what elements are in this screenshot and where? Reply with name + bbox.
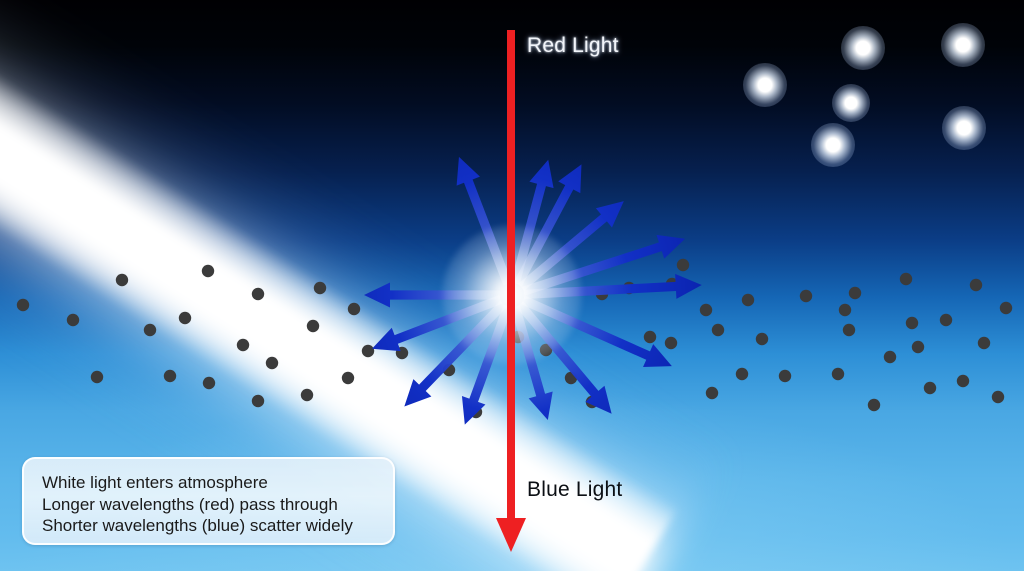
atmosphere-particle (361, 344, 375, 358)
red-light-label: Red Light (527, 34, 619, 57)
star-2 (940, 22, 986, 68)
atmosphere-particle (969, 278, 983, 292)
legend-line-3: Shorter wavelengths (blue) scatter widel… (42, 516, 353, 535)
star-5 (810, 122, 856, 168)
atmosphere-particle (201, 264, 215, 278)
atmosphere-particle (711, 323, 725, 337)
atmosphere-particle (705, 386, 719, 400)
atmosphere-particle (306, 319, 320, 333)
legend-line-2: Longer wavelengths (red) pass through (42, 494, 338, 514)
red-beam-arrowhead (496, 518, 526, 552)
atmosphere-particle (699, 303, 713, 317)
atmosphere-particle (923, 381, 937, 395)
atmosphere-particle (755, 332, 769, 346)
atmosphere-particle (867, 398, 881, 412)
atmosphere-particle (883, 350, 897, 364)
star-1 (840, 25, 886, 71)
star-3 (742, 62, 788, 108)
atmosphere-particle (831, 367, 845, 381)
atmosphere-particle (778, 369, 792, 383)
atmosphere-particle (143, 323, 157, 337)
atmosphere-particle (251, 287, 265, 301)
atmosphere-particle (977, 336, 991, 350)
atmosphere-particle (341, 371, 355, 385)
atmosphere-particle (202, 376, 216, 390)
atmosphere-particle (265, 356, 279, 370)
atmosphere-particle (347, 302, 361, 316)
atmosphere-particle (300, 388, 314, 402)
atmosphere-particle (899, 272, 913, 286)
atmosphere-particle (178, 311, 192, 325)
atmosphere-particle (735, 367, 749, 381)
atmosphere-particle (905, 316, 919, 330)
atmosphere-particle (838, 303, 852, 317)
atmosphere-particle (999, 301, 1013, 315)
atmosphere-particle (842, 323, 856, 337)
arrow-left (364, 282, 500, 308)
atmosphere-particle (991, 390, 1005, 404)
atmosphere-particle (163, 369, 177, 383)
blue-light-label: Blue Light (527, 478, 623, 501)
atmosphere-particle (848, 286, 862, 300)
atmosphere-particle (643, 330, 657, 344)
atmosphere-particle (115, 273, 129, 287)
atmosphere-particle (251, 394, 265, 408)
star-6 (941, 105, 987, 151)
atmosphere-particle (741, 293, 755, 307)
red-beam-shaft (507, 30, 515, 520)
legend-line-1: White light enters atmosphere (42, 473, 268, 492)
atmosphere-particle (236, 338, 250, 352)
atmosphere-particle (90, 370, 104, 384)
atmosphere-particle (911, 340, 925, 354)
star-4 (831, 83, 871, 123)
atmosphere-particle (939, 313, 953, 327)
atmosphere-particle (676, 258, 690, 272)
atmosphere-particle (664, 336, 678, 350)
atmosphere-particle (799, 289, 813, 303)
atmosphere-particle (66, 313, 80, 327)
atmosphere-particle (16, 298, 30, 312)
atmosphere-particle (313, 281, 327, 295)
atmosphere-particle (956, 374, 970, 388)
explanation-legend: White light enters atmosphere Longer wav… (22, 457, 395, 545)
